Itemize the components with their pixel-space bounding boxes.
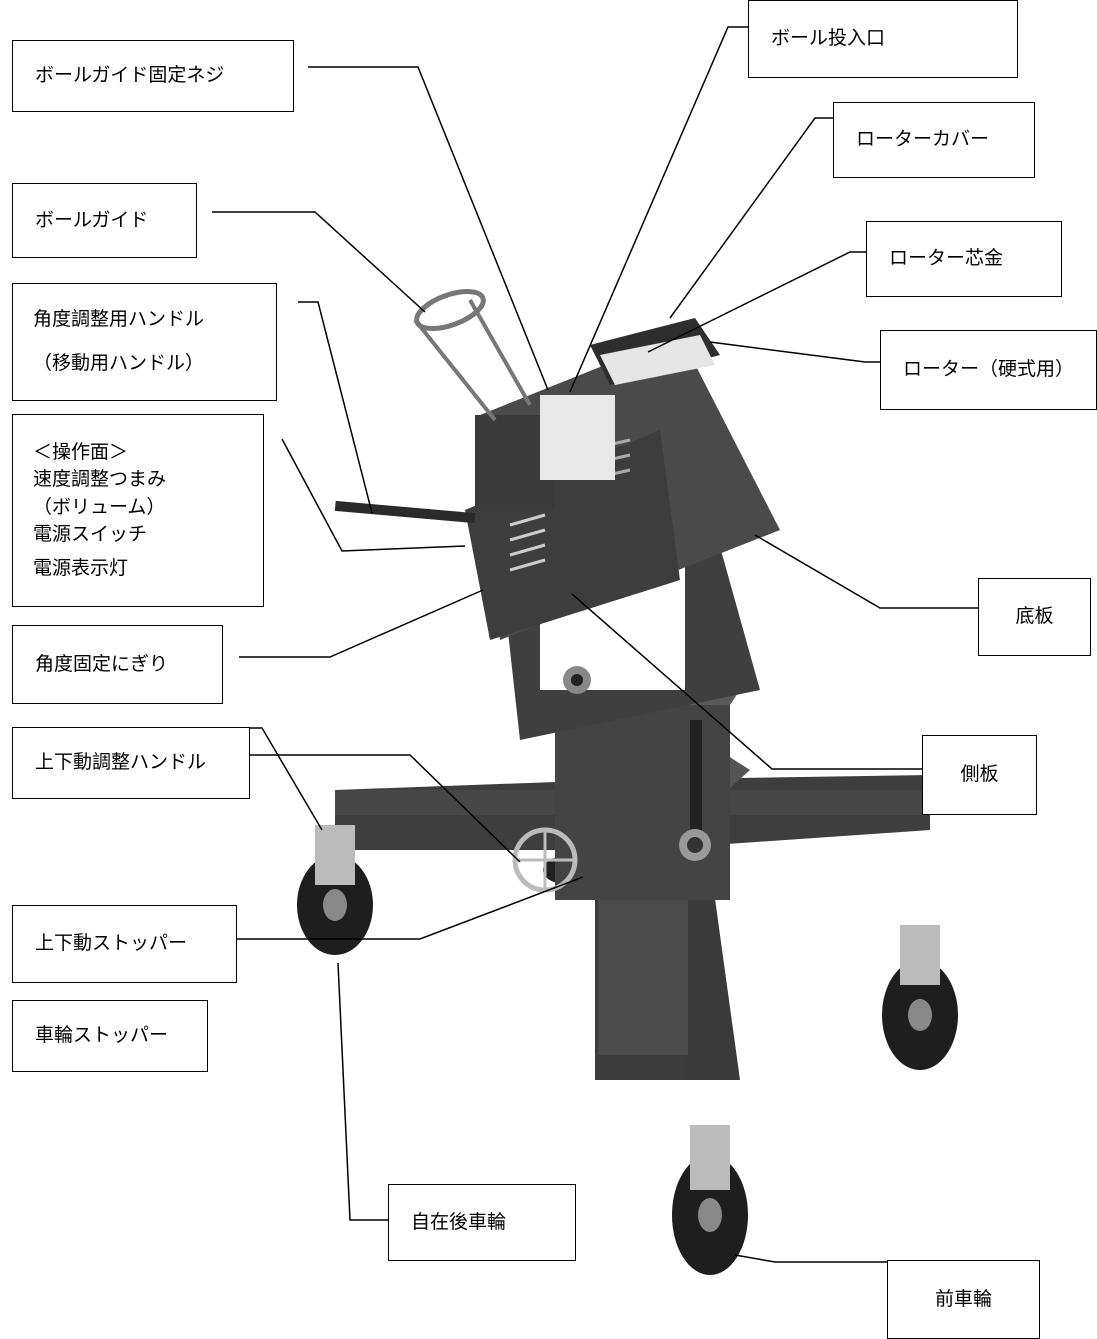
label-line: 電源表示灯 [33, 556, 129, 579]
label-text: ローター（硬式用） [903, 358, 1075, 381]
label-text: 底板 [1015, 605, 1054, 628]
label-updown-stopper: 上下動ストッパー [12, 905, 237, 983]
label-line: （ボリューム） [33, 495, 166, 518]
label-text: 車輪ストッパー [35, 1024, 169, 1047]
label-line: 角度調整用ハンドル [33, 308, 205, 331]
label-text: ボールガイド固定ネジ [35, 64, 225, 87]
label-text: 角度固定にぎり [35, 652, 169, 675]
label-text: 前車輪 [934, 1287, 992, 1310]
label-updown-handle: 上下動調整ハンドル [12, 727, 250, 799]
label-ball-guide: ボールガイド [12, 183, 197, 258]
label-line: （移動用ハンドル） [33, 352, 205, 374]
label-text: ローター芯金 [889, 247, 1004, 270]
label-base-plate: 底板 [978, 578, 1091, 656]
label-rotor-cover: ローターカバー [833, 102, 1035, 178]
label-operation-panel: ＜操作面＞ 速度調整つまみ （ボリューム） 電源スイッチ 電源表示灯 [12, 414, 264, 607]
label-rotor-core: ローター芯金 [866, 221, 1062, 297]
label-text: 上下動調整ハンドル [35, 751, 207, 774]
label-text: ローターカバー [856, 128, 990, 151]
label-angle-grip: 角度固定にぎり [12, 625, 223, 704]
label-side-plate: 側板 [922, 735, 1037, 815]
label-text: 上下動ストッパー [35, 932, 188, 955]
label-wheel-stopper: 車輪ストッパー [12, 1000, 208, 1072]
label-rotor-hard: ローター（硬式用） [880, 330, 1097, 410]
label-angle-handle: 角度調整用ハンドル （移動用ハンドル） [12, 283, 277, 401]
label-ball-inlet: ボール投入口 [748, 0, 1018, 78]
label-front-wheel: 前車輪 [887, 1260, 1040, 1339]
label-text: ボール投入口 [771, 27, 886, 50]
label-text: 側板 [960, 763, 999, 786]
label-ball-guide-screw: ボールガイド固定ネジ [12, 40, 294, 112]
label-caster-rear: 自在後車輪 [388, 1184, 576, 1261]
label-line: 電源スイッチ [33, 523, 148, 546]
label-text: 自在後車輪 [411, 1210, 507, 1233]
label-text: ボールガイド [35, 208, 149, 231]
label-line: ＜操作面＞ [33, 440, 129, 463]
label-line: 速度調整つまみ [33, 468, 167, 491]
